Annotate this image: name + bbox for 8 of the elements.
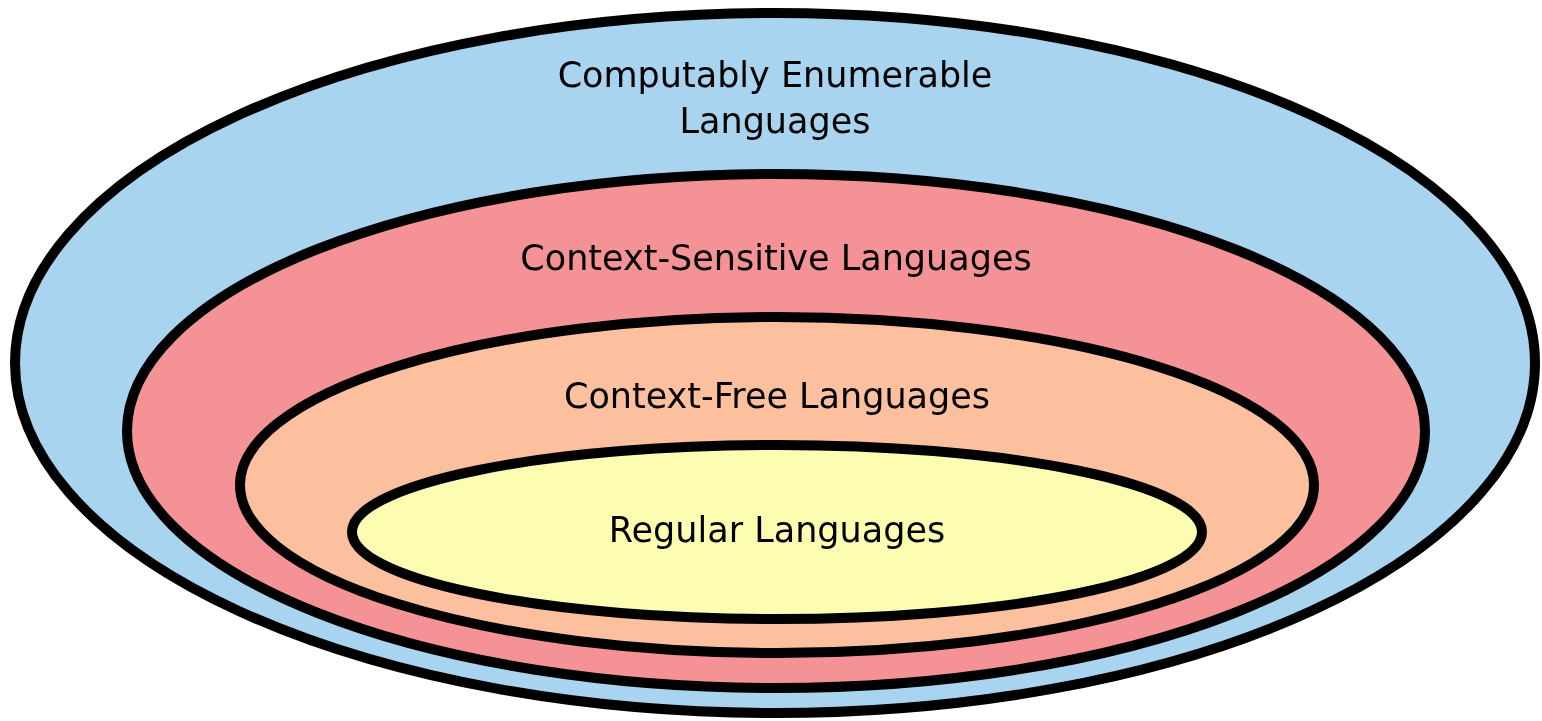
set-ellipse: [347, 440, 1207, 624]
set-label: Computably Enumerable Languages: [556, 54, 994, 143]
set-ellipse: [235, 312, 1319, 658]
set-label: Context-Sensitive Languages: [519, 237, 1033, 280]
set-label: Context-Free Languages: [562, 375, 992, 418]
set-label: Regular Languages: [607, 509, 947, 552]
set-ellipse: [10, 8, 1540, 718]
set-ellipse: [122, 169, 1430, 693]
